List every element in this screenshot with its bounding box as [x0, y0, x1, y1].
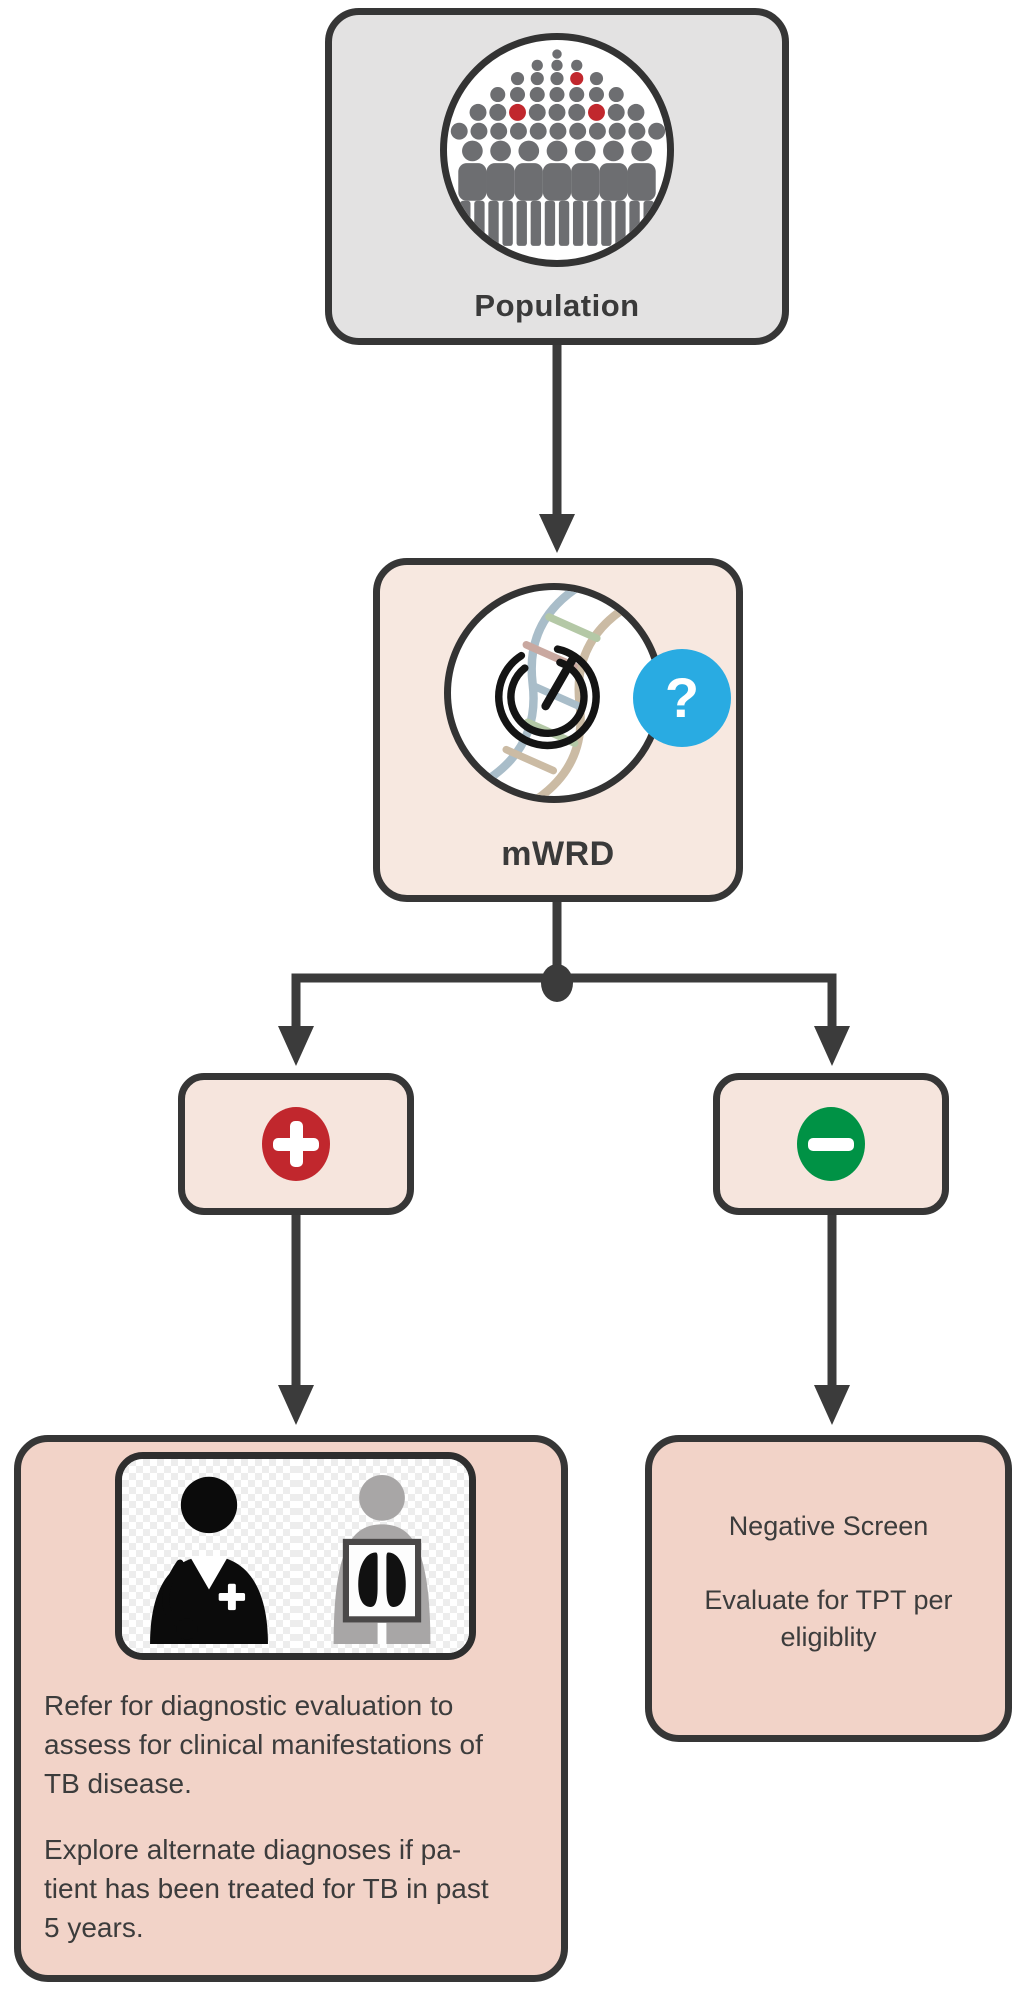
- junction-dot: [541, 964, 573, 1002]
- front-row-people: [458, 140, 656, 246]
- mwrd-node: ? mWRD: [373, 558, 743, 902]
- positive-outcome-paragraph-1: Refer for diagnostic evaluation to asses…: [44, 1686, 543, 1803]
- arrowhead: [539, 514, 575, 553]
- doctor-icon-cell: [122, 1459, 296, 1653]
- positive-result-node: [178, 1073, 414, 1215]
- positive-outcome-paragraph-2: Explore alternate diagnoses if pa- tient…: [44, 1830, 543, 1947]
- text-line: Explore alternate diagnoses if pa-: [44, 1834, 462, 1865]
- population-label: Population: [474, 288, 640, 323]
- arrowhead: [278, 1026, 314, 1066]
- negative-result-node: [713, 1073, 949, 1215]
- mwrd-icon-circle: [444, 583, 664, 803]
- negative-outcome-node: Negative Screen Evaluate for TPT per eli…: [645, 1435, 1012, 1742]
- text-line: Refer for diagnostic evaluation to: [44, 1690, 454, 1721]
- arrowhead: [278, 1385, 314, 1425]
- text-line: 5 years.: [44, 1912, 144, 1943]
- clinical-evaluation-icon-panel: [115, 1452, 476, 1660]
- dial-icon: [495, 644, 600, 750]
- arrowhead: [814, 1026, 850, 1066]
- doctor-icon: [149, 1476, 268, 1644]
- minus-icon: [797, 1107, 865, 1181]
- negative-outcome-line-group-2: Evaluate for TPT per eligiblity: [652, 1582, 1005, 1656]
- text-line: tient has been treated for TB in past: [44, 1873, 489, 1904]
- molecular-test-dna-icon: [486, 590, 626, 796]
- population-node: Population: [325, 8, 789, 345]
- branch-line: [291, 973, 837, 1030]
- plus-icon: [262, 1107, 330, 1181]
- xray-icon-cell: [295, 1459, 469, 1653]
- text-line: assess for clinical manifestations of: [44, 1729, 483, 1760]
- red-case-dots: [509, 71, 605, 121]
- text-line: Evaluate for TPT per: [704, 1585, 953, 1615]
- positive-outcome-node: Refer for diagnostic evaluation to asses…: [14, 1435, 568, 1982]
- minus-bar: [808, 1137, 854, 1151]
- chest-xray-icon: [333, 1475, 431, 1644]
- question-icon[interactable]: ?: [633, 649, 731, 747]
- plus-bar-horizontal: [273, 1137, 319, 1151]
- text-line: eligiblity: [780, 1622, 877, 1652]
- text-line: TB disease.: [44, 1768, 192, 1799]
- population-icon-circle: [440, 33, 674, 267]
- negative-outcome-line-group-1: Negative Screen: [652, 1508, 1005, 1545]
- mwrd-label: mWRD: [501, 835, 615, 873]
- text-line: Negative Screen: [728, 1511, 929, 1541]
- arrowhead: [814, 1385, 850, 1425]
- population-crowd-icon: [450, 49, 666, 246]
